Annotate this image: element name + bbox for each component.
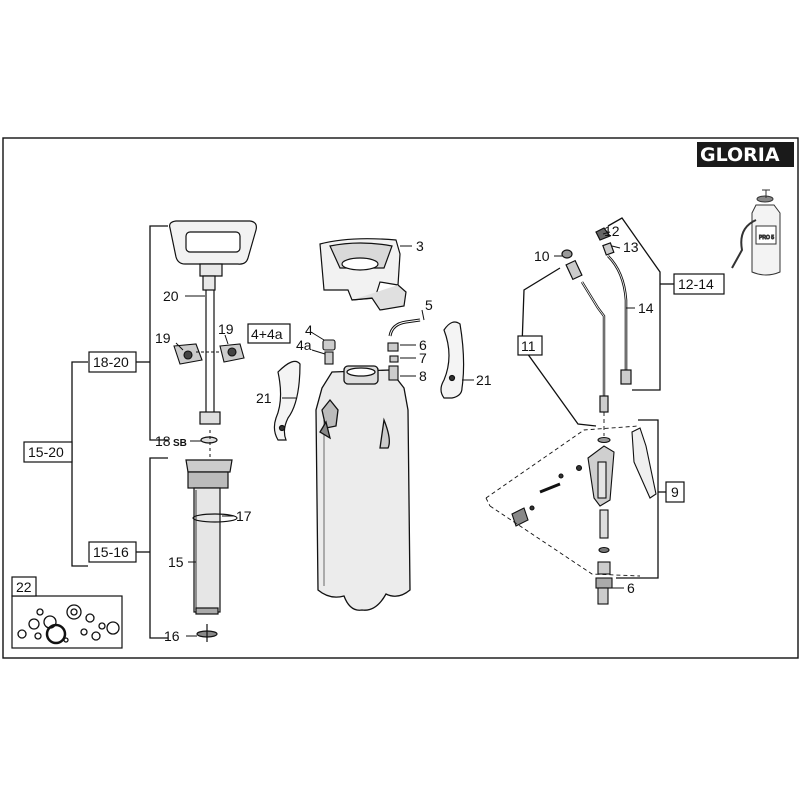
pump-cylinder [185, 459, 238, 642]
label-8: 8 [419, 368, 427, 384]
label-21a: 21 [256, 390, 272, 406]
right-leaders [554, 231, 635, 589]
label-10: 10 [534, 248, 550, 264]
spray-lance [561, 227, 632, 413]
svg-text:11: 11 [521, 338, 536, 354]
group-box-15-16: 15-16 [88, 541, 137, 563]
label-19a: 19 [155, 330, 171, 346]
svg-text:22: 22 [16, 579, 32, 595]
label-6: 6 [419, 337, 427, 353]
label-14: 14 [638, 300, 654, 316]
label-4a: 4a [296, 337, 312, 353]
svg-text:15-20: 15-20 [28, 444, 64, 460]
gloria-logo: GLORIA [697, 142, 794, 167]
label-6b: 6 [627, 580, 635, 596]
svg-text:12-14: 12-14 [678, 276, 714, 292]
strap-holders [273, 321, 465, 441]
group-box-11: 11 [517, 335, 543, 356]
center-leaders [282, 245, 474, 399]
svg-text:9: 9 [671, 484, 679, 500]
label-17: 17 [236, 508, 252, 524]
group-box-18-20: 18-20 [88, 351, 137, 373]
group-box-15-20: 15-20 [23, 441, 73, 463]
label-19b: 19 [218, 321, 234, 337]
brand-text: GLORIA [700, 144, 780, 166]
product-thumbnail: PRO 5 [731, 189, 781, 276]
label-16: 16 [164, 628, 180, 644]
label-18: 18 [155, 433, 171, 449]
svg-text:15-16: 15-16 [93, 544, 129, 560]
left-brackets [64, 225, 168, 639]
label-4: 4 [305, 322, 313, 338]
label-20: 20 [163, 288, 179, 304]
pump-handle [169, 220, 257, 291]
label-15: 15 [168, 554, 184, 570]
left-leaders [175, 295, 234, 637]
right-brackets [521, 217, 674, 579]
group-box-4-4a: 4+4a [247, 323, 291, 344]
label-21b: 21 [476, 372, 492, 388]
group-box-9: 9 [665, 481, 685, 503]
tank-fittings [322, 318, 421, 381]
label-18sb: SB [173, 438, 187, 449]
tank-body [315, 365, 411, 611]
svg-text:4+4a: 4+4a [251, 326, 283, 342]
label-7: 7 [419, 350, 427, 366]
diagram-border [2, 137, 799, 659]
pump-rod [199, 290, 221, 444]
label-13: 13 [623, 239, 639, 255]
valve-dashed-outline [485, 412, 641, 577]
label-12: 12 [604, 223, 620, 239]
label-3: 3 [416, 238, 424, 254]
thumbnail-label: PRO 5 [759, 235, 774, 241]
svg-text:18-20: 18-20 [93, 354, 129, 370]
label-5: 5 [425, 297, 433, 313]
group-box-12-14: 12-14 [673, 273, 725, 295]
seal-kit-22: 22 [11, 576, 123, 649]
funnel-part [319, 238, 407, 311]
valve-clips [173, 343, 245, 365]
